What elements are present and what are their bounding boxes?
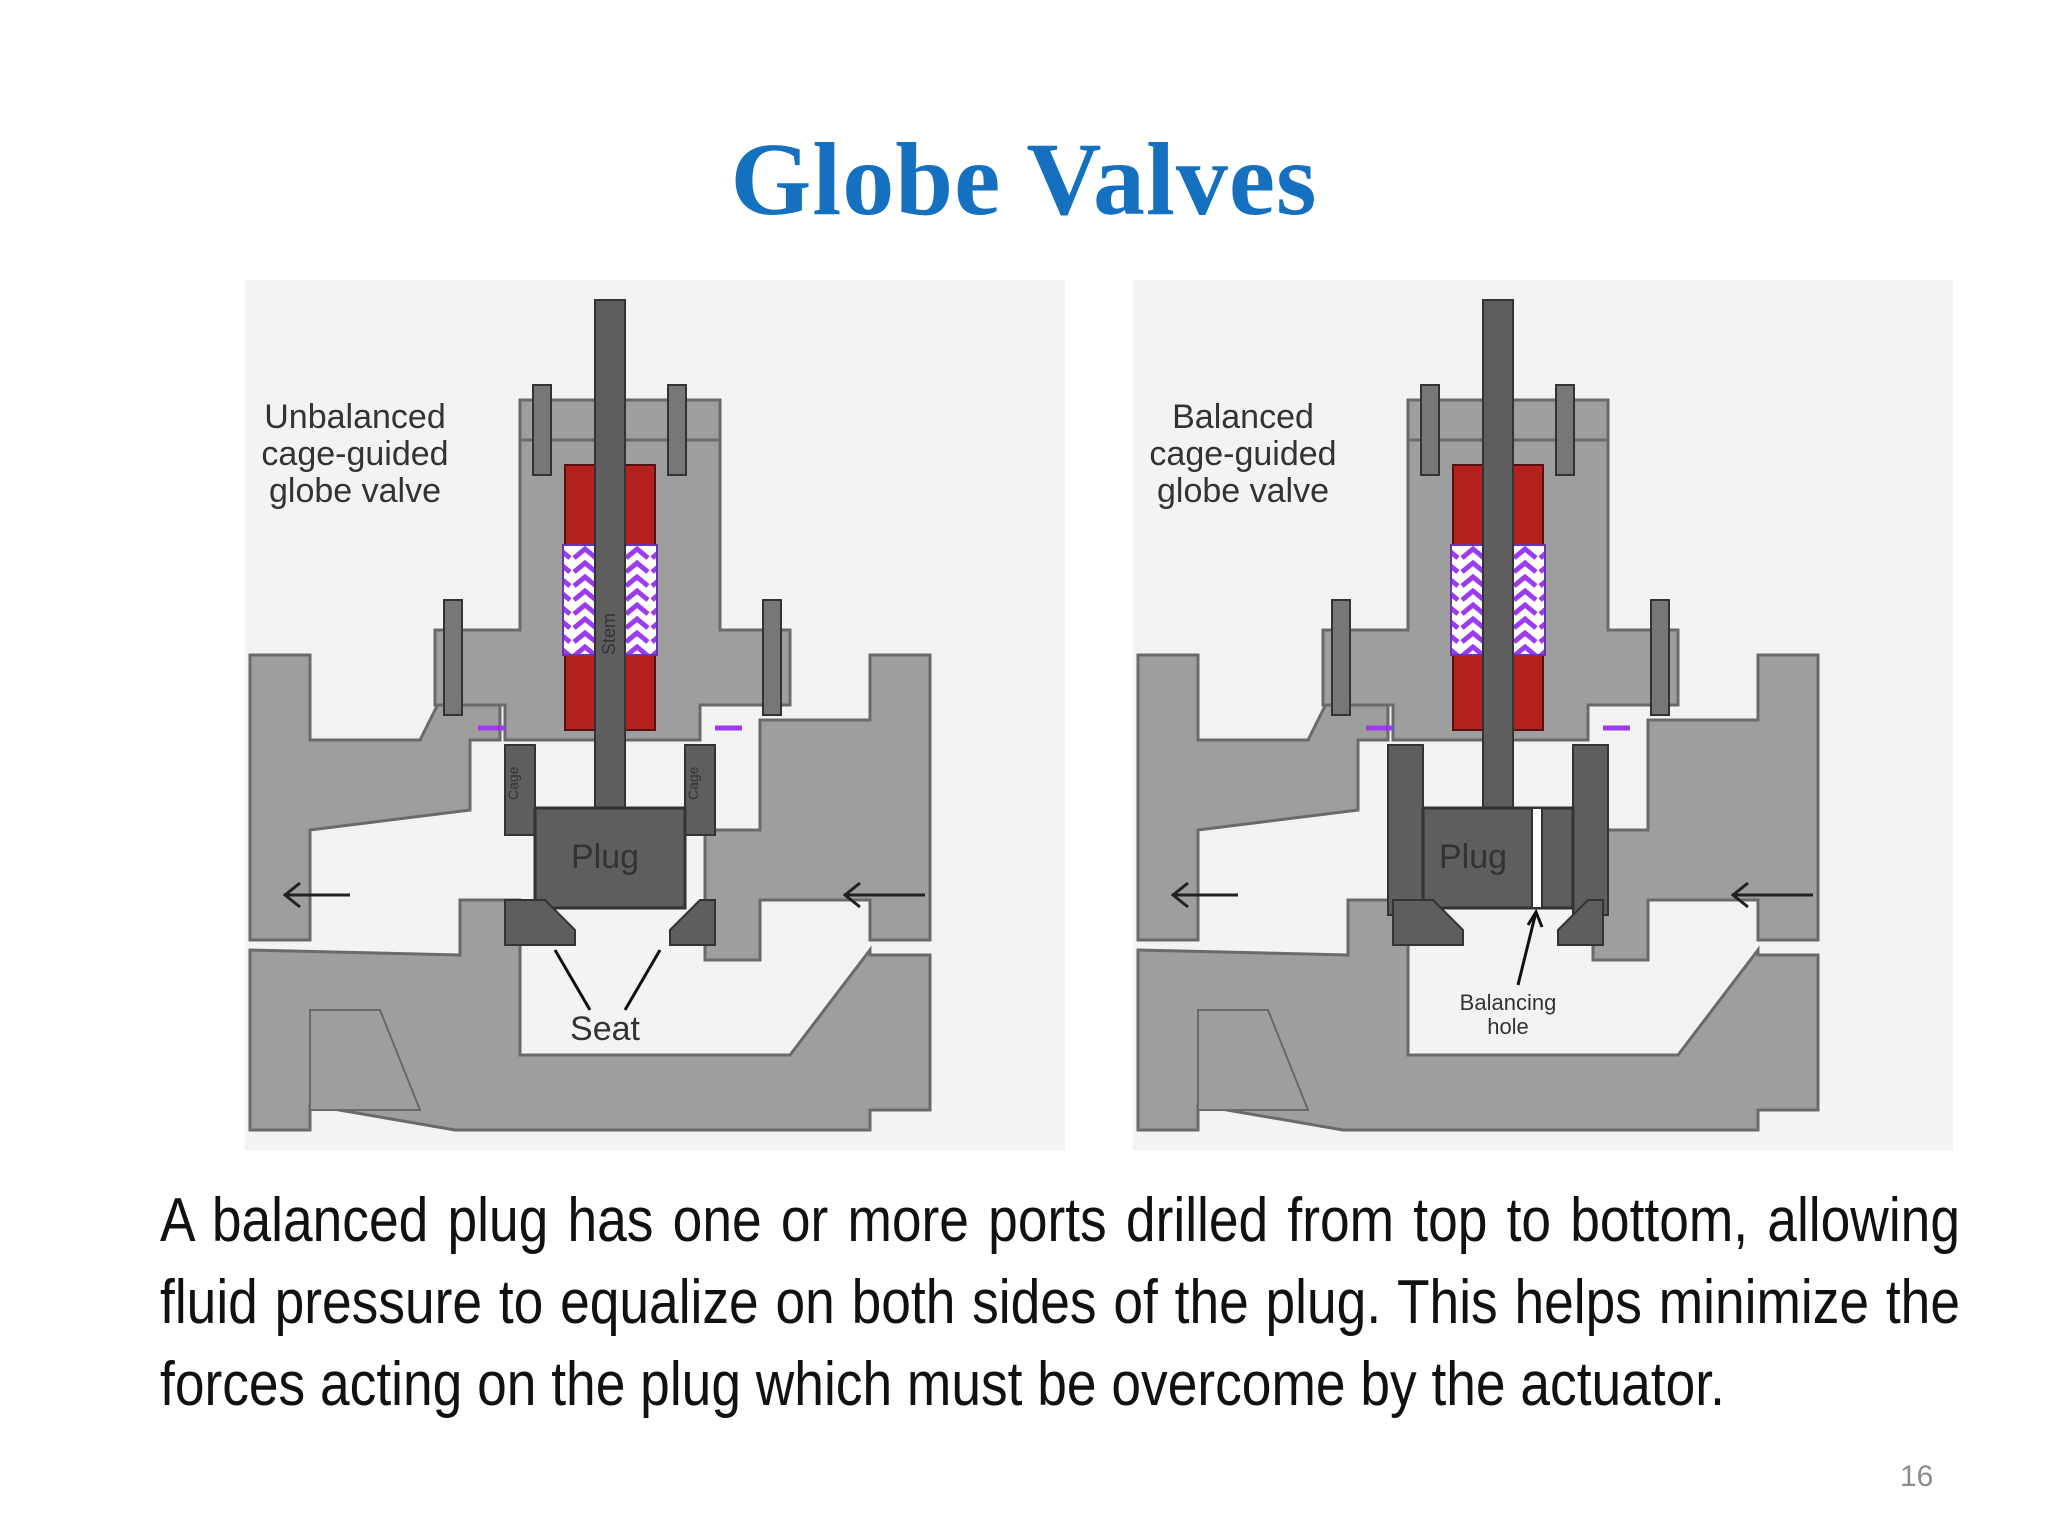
cage-left — [504, 744, 536, 836]
balancing-hole — [1531, 807, 1543, 909]
left-flange — [248, 653, 502, 942]
seat-right — [1557, 899, 1604, 946]
flow-arrows — [1170, 881, 1813, 909]
cage-label-left: Cage — [505, 766, 521, 800]
cage-right — [1572, 744, 1609, 916]
bolts — [1331, 384, 1670, 716]
right-flange — [703, 653, 932, 962]
seat-label: Seat — [570, 1010, 640, 1048]
stem-label: Stem — [599, 613, 619, 655]
body-paragraph: A balanced plug has one or more ports dr… — [160, 1186, 1960, 1419]
unbalanced-valve: Stem Plug Seat Unbalanced cage-guided — [245, 280, 1065, 1150]
balanced-valve: Plug Balancing hole Balanced cage-guided… — [1133, 280, 1953, 1150]
page-number: 16 — [1900, 1460, 1934, 1493]
plug-label: Plug — [571, 838, 639, 876]
caption-line-2: cage-guided — [261, 435, 448, 473]
lower-body — [248, 898, 932, 1132]
hole-label-line-1: Balancing — [1460, 990, 1557, 1015]
plug — [1421, 806, 1575, 910]
left-flange — [1136, 653, 1390, 942]
seat-pointers — [553, 949, 662, 1011]
flow-arrows — [282, 881, 925, 909]
lower-channel — [1197, 1009, 1310, 1111]
spring-right — [622, 544, 658, 656]
hole-label-line-2: hole — [1487, 1014, 1529, 1039]
stem — [594, 299, 626, 821]
caption-line-1: Unbalanced — [264, 398, 445, 436]
spring-right — [1510, 544, 1546, 656]
caption-line-3: globe valve — [1157, 472, 1329, 510]
caption-line-2: cage-guided — [1149, 435, 1336, 473]
spring-left — [562, 544, 598, 656]
caption-line-1: Balanced — [1172, 398, 1314, 436]
caption-line-3: globe valve — [269, 472, 441, 510]
bolts — [443, 384, 782, 716]
cage-label-right: Cage — [685, 766, 701, 800]
cage-right — [684, 744, 716, 836]
cage-left — [1387, 744, 1424, 916]
seat-left — [504, 899, 576, 946]
plug — [533, 806, 687, 910]
hole-pointer — [1516, 908, 1544, 986]
seat-right — [669, 899, 716, 946]
spring-left — [1450, 544, 1486, 656]
stem — [1482, 299, 1514, 821]
right-flange — [1591, 653, 1820, 962]
lower-channel — [309, 1009, 422, 1111]
slide-title: Globe Valves — [730, 122, 1318, 237]
plug-label: Plug — [1439, 838, 1507, 876]
seat-left — [1392, 899, 1464, 946]
